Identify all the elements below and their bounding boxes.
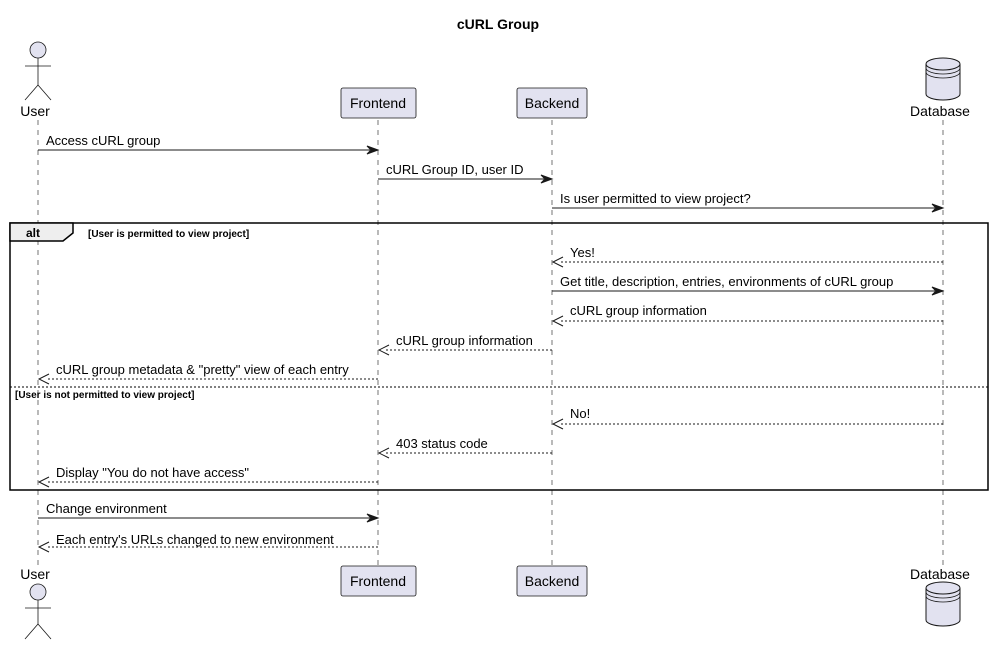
backend-top-label: Backend (525, 95, 579, 111)
message-no-access-display: Display "You do not have access" (37, 465, 378, 488)
message-permission-check: Is user permitted to view project? (552, 191, 945, 213)
message-get-group-details-label: Get title, description, entries, environ… (560, 274, 893, 289)
message-group-info-backend-label: cURL group information (396, 333, 533, 348)
message-no: No! (551, 406, 943, 430)
message-no-access-display-label: Display "You do not have access" (56, 465, 249, 480)
database-bottom: Database (910, 566, 970, 627)
frontend-top-label: Frontend (350, 95, 406, 111)
message-no-label: No! (570, 406, 590, 421)
alt-label: alt (26, 226, 40, 240)
message-change-env: Change environment (38, 501, 380, 523)
database-top-label: Database (910, 103, 970, 119)
message-group-metadata-view: cURL group metadata & "pretty" view of e… (37, 362, 378, 385)
message-yes-label: Yes! (570, 245, 595, 260)
actor-user-bottom: User (20, 566, 52, 640)
user-top-label: User (20, 103, 50, 119)
participant-backend-top: Backend (516, 87, 588, 119)
alt-frame-tab (9, 222, 74, 242)
message-status-403-label: 403 status code (396, 436, 488, 451)
message-group-info-db-label: cURL group information (570, 303, 707, 318)
message-status-403: 403 status code (377, 436, 552, 459)
message-group-metadata-view-label: cURL group metadata & "pretty" view of e… (56, 362, 349, 377)
user-bottom-label: User (20, 566, 50, 582)
message-urls-changed-label: Each entry's URLs changed to new environ… (56, 532, 334, 547)
alt-frame (9, 222, 989, 491)
participant-frontend-top: Frontend (340, 87, 417, 119)
backend-bottom-box (516, 565, 588, 597)
alt-guard-not-permitted: [User is not permitted to view project] (15, 390, 194, 401)
frontend-bottom-label: Frontend (350, 573, 406, 589)
message-permission-check-label: Is user permitted to view project? (560, 191, 751, 206)
message-group-info-db: cURL group information (551, 303, 943, 327)
database-bottom-label: Database (910, 566, 970, 582)
message-group-info-backend: cURL group information (377, 333, 552, 356)
actor-user-top: User (20, 41, 52, 119)
message-change-env-label: Change environment (46, 501, 167, 516)
database-bottom-icon (925, 581, 961, 627)
backend-top-box (516, 87, 588, 119)
diagram-title: cURL Group (457, 16, 539, 32)
frontend-top-box (340, 87, 417, 119)
message-access-group-label: Access cURL group (46, 133, 160, 148)
database-top-icon (925, 57, 961, 101)
user-top-icon (24, 41, 52, 101)
message-group-user-id-label: cURL Group ID, user ID (386, 162, 524, 177)
message-urls-changed: Each entry's URLs changed to new environ… (37, 532, 378, 553)
backend-bottom-label: Backend (525, 573, 579, 589)
frontend-bottom-box (340, 565, 417, 597)
participant-frontend-bottom: Frontend (340, 565, 417, 597)
message-group-user-id: cURL Group ID, user ID (378, 162, 554, 184)
participant-backend-bottom: Backend (516, 565, 588, 597)
message-yes: Yes! (551, 245, 943, 268)
user-bottom-icon (24, 583, 52, 640)
database-top: Database (910, 57, 970, 119)
message-get-group-details: Get title, description, entries, environ… (552, 274, 945, 296)
message-access-group: Access cURL group (38, 133, 380, 155)
alt-guard-permitted: [User is permitted to view project] (88, 229, 249, 240)
